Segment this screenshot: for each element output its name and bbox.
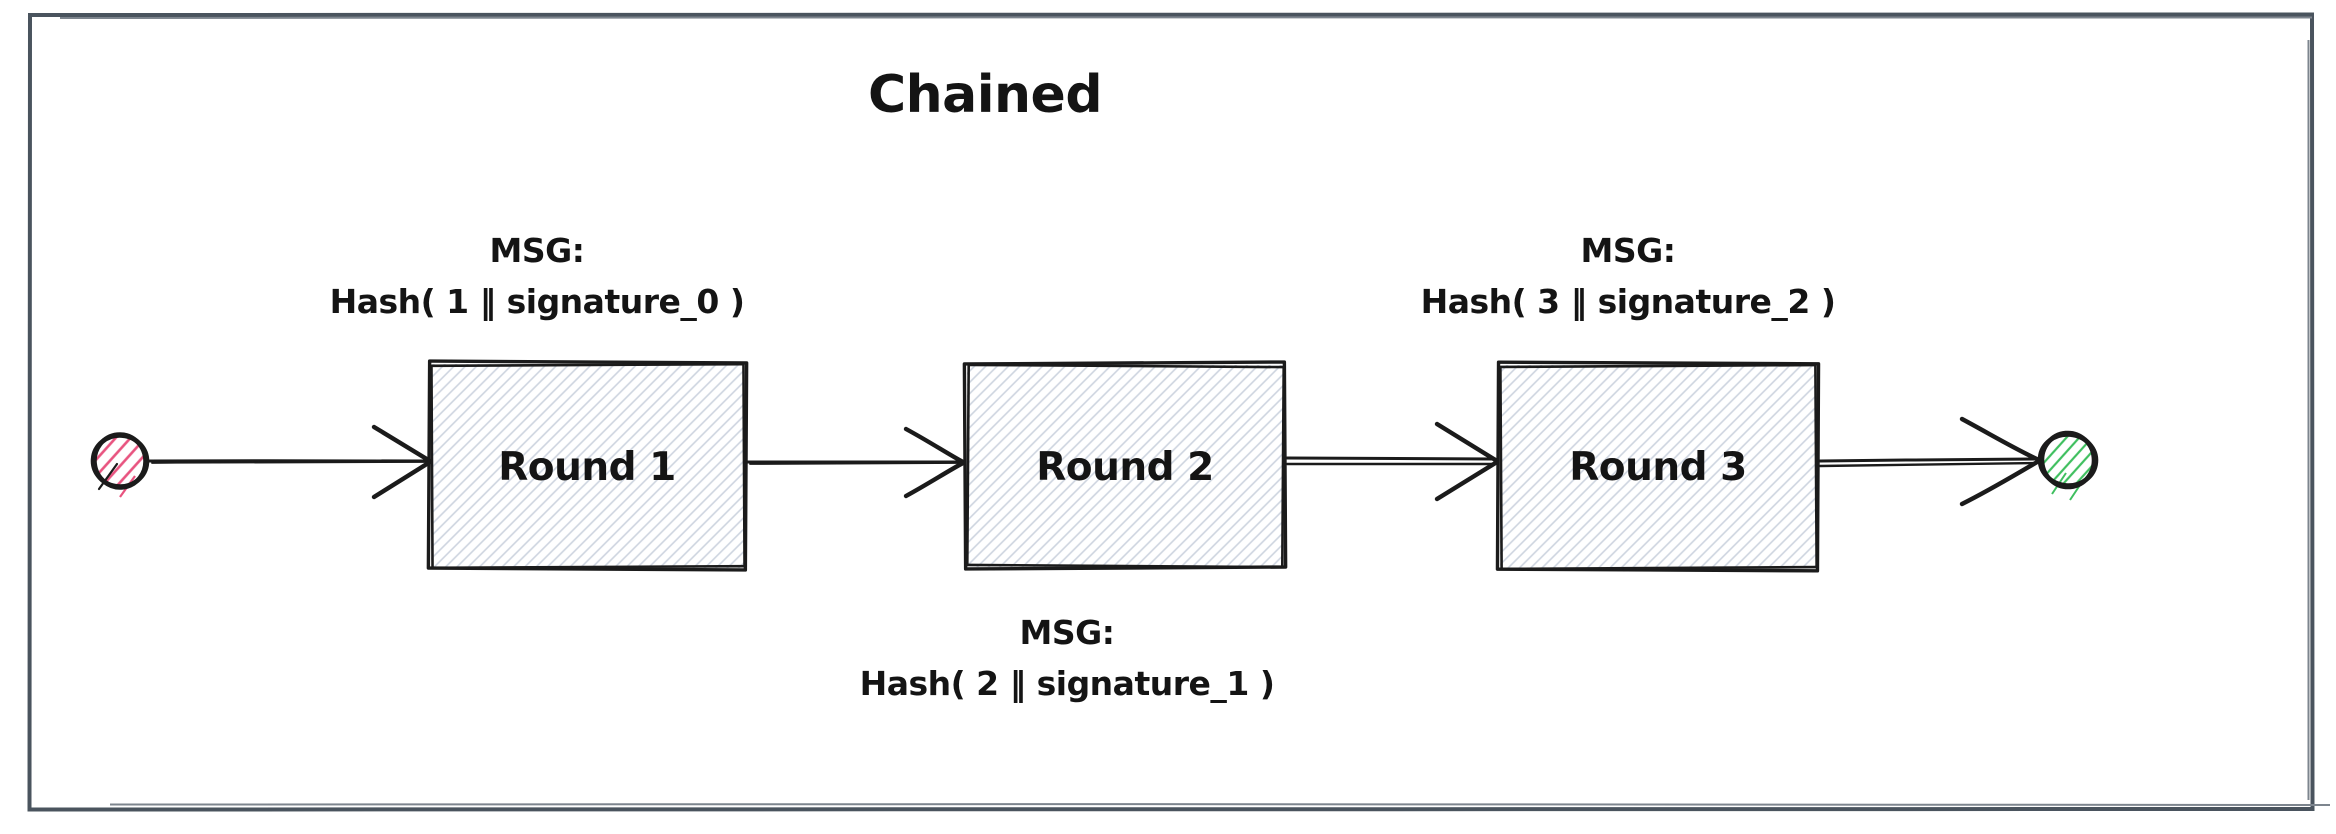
arrow-1 xyxy=(146,424,433,500)
msg-label-3-heading: MSG: xyxy=(1581,231,1676,270)
arrow-3 xyxy=(1285,421,1500,502)
msg-label-1-heading: MSG: xyxy=(490,231,585,270)
msg-label-1-text: Hash( 1 ‖ signature_0 ) xyxy=(330,282,745,321)
msg-label-3-text: Hash( 3 ‖ signature_2 ) xyxy=(1421,282,1836,321)
round-2-label: Round 2 xyxy=(1036,445,1213,490)
start-node xyxy=(90,432,150,498)
canvas-frame xyxy=(27,12,2331,812)
round-3-node: Round 3 xyxy=(1495,360,1821,573)
msg-label-2-text: Hash( 2 ‖ signature_1 ) xyxy=(860,664,1275,703)
round-3-label: Round 3 xyxy=(1569,445,1746,490)
round-1-node: Round 1 xyxy=(426,359,749,572)
round-1-label: Round 1 xyxy=(498,445,675,490)
end-node xyxy=(2037,430,2099,501)
msg-label-3: MSG: Hash( 3 ‖ signature_2 ) xyxy=(1421,231,1836,321)
msg-label-2: MSG: Hash( 2 ‖ signature_1 ) xyxy=(860,613,1275,703)
hatch-overflow-pink xyxy=(97,462,119,491)
round-2-node: Round 2 xyxy=(962,360,1288,571)
diagram-title: Chained xyxy=(868,65,1102,125)
msg-label-1: MSG: Hash( 1 ‖ signature_0 ) xyxy=(330,231,745,321)
msg-label-2-heading: MSG: xyxy=(1020,613,1115,652)
arrow-4 xyxy=(1818,416,2042,507)
arrow-2 xyxy=(745,426,966,499)
